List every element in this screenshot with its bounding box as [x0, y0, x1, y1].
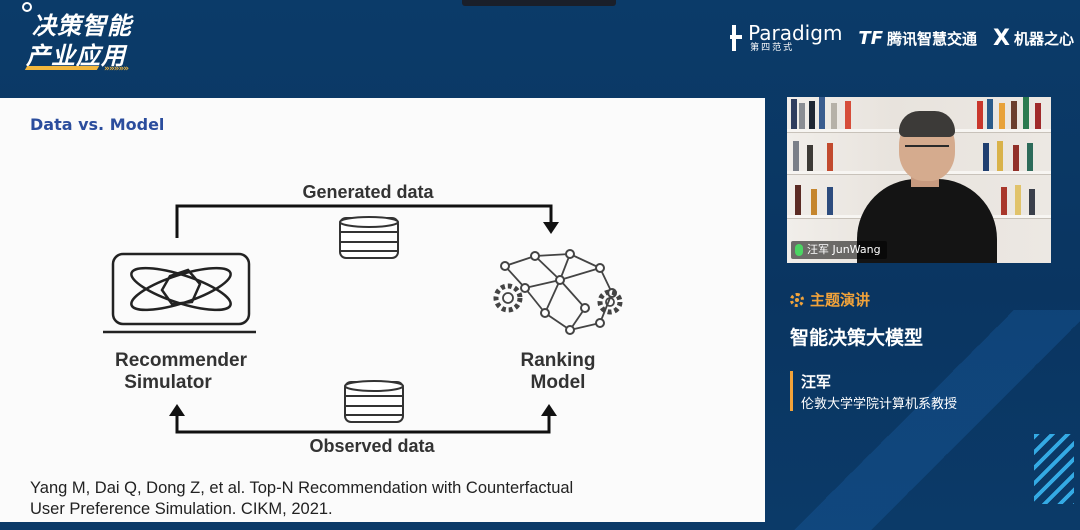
generated-data-label: Generated data: [302, 182, 434, 202]
video-name-text: 汪军 JunWang: [807, 243, 881, 256]
top-ribbon: [462, 0, 616, 6]
book: [811, 189, 817, 215]
book: [977, 101, 983, 129]
book: [793, 141, 799, 171]
jiqizhixin-mark-icon: X: [993, 25, 1010, 51]
book: [1027, 143, 1033, 171]
brand-underline: [24, 66, 100, 70]
ranking-label-line1: Ranking: [521, 350, 596, 371]
book: [1023, 97, 1029, 129]
database-icon-top: [339, 216, 399, 259]
simulator-icon: [103, 252, 256, 334]
jiqizhixin-logo: X 机器之心: [993, 26, 1074, 51]
microphone-icon: [795, 244, 803, 256]
book: [1035, 103, 1041, 129]
gear-icon: [790, 292, 804, 307]
paradigm-logo: Paradigm 第四范式: [730, 23, 842, 53]
book: [809, 101, 815, 129]
observed-arrow-head-left: [169, 404, 185, 416]
observed-data-arrow: [175, 414, 551, 434]
decorative-hatch: [1034, 434, 1074, 504]
citation-line2: User Preference Simulation. CIKM, 2021.: [30, 500, 333, 518]
simulator-label-line2: Simulator: [124, 372, 212, 393]
presentation-slide: Data vs. Model Generated data Observed d…: [0, 98, 765, 522]
book: [1029, 189, 1035, 215]
event-brand: 决策智能 产业应用 »»»»»: [22, 2, 172, 82]
book: [807, 145, 813, 171]
speaker-accent-bar: [790, 371, 793, 411]
topic-label: 主题演讲: [810, 291, 871, 309]
talk-title: 智能决策大模型: [790, 327, 924, 349]
database-icon-bottom: [344, 380, 404, 423]
tencent-text: 腾讯智慧交通: [887, 29, 978, 48]
brand-title-line1: 决策智能: [32, 12, 132, 40]
book: [983, 143, 989, 171]
book: [1001, 187, 1007, 215]
book: [791, 99, 797, 129]
book: [1013, 145, 1019, 171]
brand-arrows: »»»»»: [104, 64, 129, 74]
book: [997, 141, 1003, 171]
book: [827, 143, 833, 171]
jiqizhixin-text: 机器之心: [1013, 29, 1074, 48]
book: [1011, 101, 1017, 129]
brand-title-line2: 产业应用: [26, 42, 126, 70]
speaker-video-feed[interactable]: 汪军 JunWang: [787, 97, 1051, 263]
book: [999, 103, 1005, 129]
book: [819, 97, 825, 129]
paradigm-cn-text: 第四范式: [750, 43, 795, 53]
decorative-stripes: [750, 310, 1080, 530]
observed-data-label: Observed data: [309, 436, 435, 456]
paradigm-text: Paradigm: [748, 21, 843, 45]
slide-title: Data vs. Model: [30, 115, 165, 134]
simulator-label-line1: Recommender: [115, 350, 248, 371]
book: [799, 103, 805, 129]
generated-arrow-head: [543, 222, 559, 234]
video-name-tag: 汪军 JunWang: [791, 241, 887, 259]
tencent-logo: TF 腾讯智慧交通: [858, 28, 977, 49]
book: [987, 99, 993, 129]
speaker-hair: [899, 111, 955, 137]
sponsor-logos: Paradigm 第四范式 TF 腾讯智慧交通 X 机器之心: [730, 14, 1074, 62]
book: [827, 187, 833, 215]
speaker-glasses: [905, 145, 949, 155]
brand-dot: [22, 2, 32, 12]
ranking-model-icon: [493, 249, 623, 335]
generated-data-arrow: [175, 204, 553, 238]
ranking-label-line2: Model: [531, 372, 586, 393]
citation-line1: Yang M, Dai Q, Dong Z, et al. Top-N Reco…: [30, 479, 574, 497]
speaker-affiliation: 伦敦大学学院计算机系教授: [801, 397, 958, 412]
topic-heading: 主题演讲: [790, 289, 870, 310]
slide-citation: Yang M, Dai Q, Dong Z, et al. Top-N Reco…: [30, 478, 750, 520]
paradigm-mark-icon: [730, 23, 744, 53]
data-model-diagram: Generated data Observed data: [103, 182, 623, 456]
book: [845, 101, 851, 129]
book: [795, 185, 801, 215]
observed-arrow-head-right: [541, 404, 557, 416]
book: [1015, 185, 1021, 215]
tencent-mark-icon: TF: [858, 27, 883, 49]
book: [831, 103, 837, 129]
speaker-name: 汪军: [801, 373, 832, 391]
